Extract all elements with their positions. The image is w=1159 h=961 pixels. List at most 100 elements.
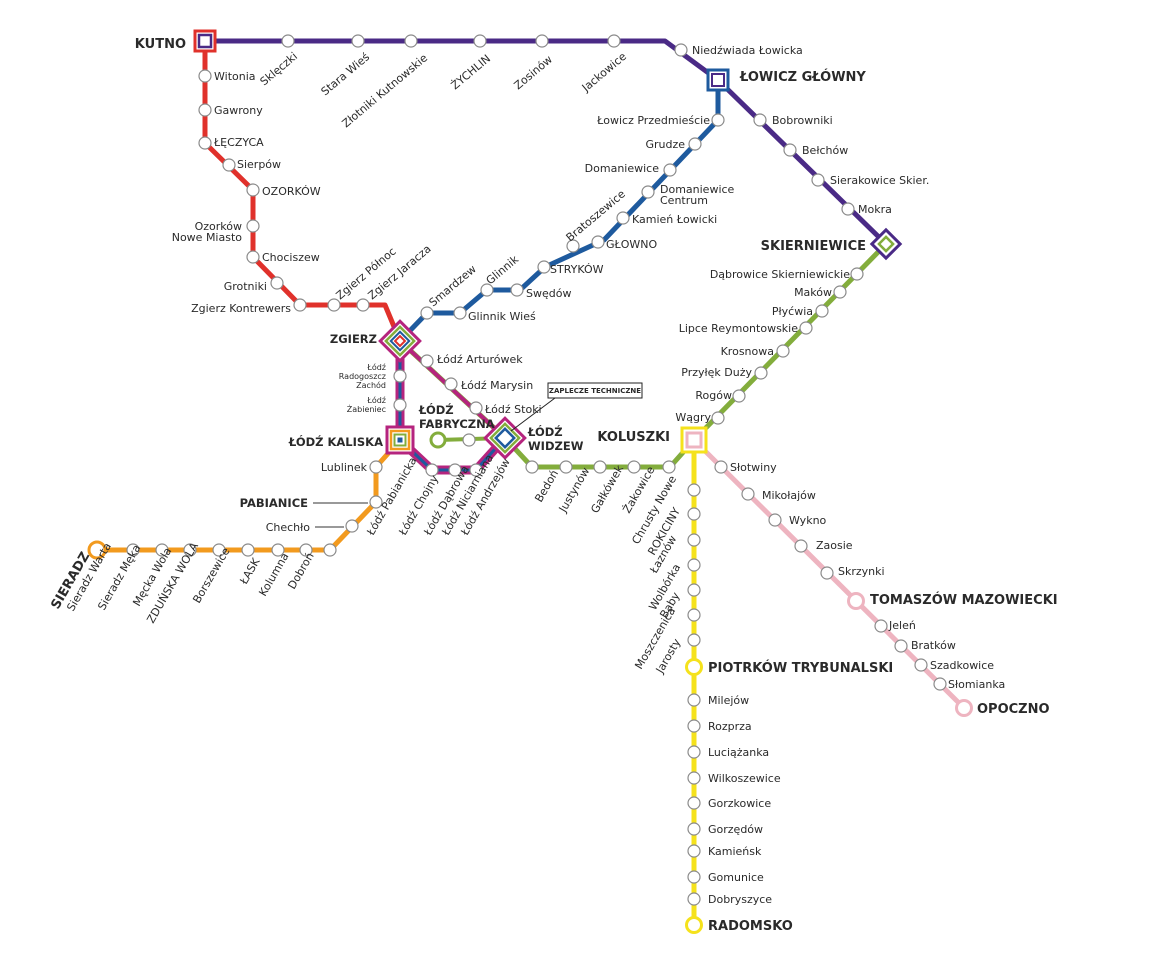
station-dot[interactable]	[641, 185, 655, 199]
station-dot[interactable]	[469, 463, 483, 477]
hub-marker-kutno[interactable]	[193, 29, 217, 53]
station-dot[interactable]	[687, 558, 701, 572]
station-dot[interactable]	[404, 34, 418, 48]
station-dot[interactable]	[783, 143, 797, 157]
station-dot[interactable]	[537, 260, 551, 274]
station-dot[interactable]	[469, 401, 483, 415]
station-dot[interactable]	[616, 211, 630, 225]
hub-marker-tomaszow[interactable]	[847, 592, 865, 610]
station-dot[interactable]	[591, 235, 605, 249]
station-dot[interactable]	[933, 677, 947, 691]
hub-marker-lowicz[interactable]	[706, 68, 730, 92]
station-dot[interactable]	[593, 460, 607, 474]
station-dot[interactable]	[510, 283, 524, 297]
station-dot[interactable]	[212, 543, 226, 557]
station-dot[interactable]	[241, 543, 255, 557]
station-dot[interactable]	[246, 183, 260, 197]
station-dot[interactable]	[222, 158, 236, 172]
station-dot[interactable]	[566, 239, 580, 253]
station-dot[interactable]	[732, 389, 746, 403]
station-dot[interactable]	[444, 377, 458, 391]
station-dot[interactable]	[369, 460, 383, 474]
station-dot[interactable]	[323, 543, 337, 557]
station-dot[interactable]	[198, 69, 212, 83]
station-dot[interactable]	[820, 566, 834, 580]
station-dot[interactable]	[687, 533, 701, 547]
station-dot[interactable]	[356, 298, 370, 312]
hub-marker-zgierz[interactable]	[378, 319, 422, 363]
station-dot[interactable]	[448, 463, 462, 477]
station-dot[interactable]	[687, 608, 701, 622]
station-dot[interactable]	[480, 283, 494, 297]
station-dot[interactable]	[420, 354, 434, 368]
station-dot[interactable]	[525, 460, 539, 474]
station-dot[interactable]	[687, 633, 701, 647]
station-dot[interactable]	[674, 43, 688, 57]
station-dot[interactable]	[183, 543, 197, 557]
station-dot[interactable]	[687, 844, 701, 858]
station-dot[interactable]	[687, 483, 701, 497]
station-dot[interactable]	[687, 870, 701, 884]
station-dot[interactable]	[462, 433, 476, 447]
station-dot[interactable]	[662, 460, 676, 474]
station-dot[interactable]	[874, 619, 888, 633]
hub-marker-lodz-kaliska[interactable]	[385, 425, 415, 455]
station-dot[interactable]	[687, 745, 701, 759]
station-dot[interactable]	[688, 137, 702, 151]
station-dot[interactable]	[299, 543, 313, 557]
station-dot[interactable]	[687, 892, 701, 906]
station-dot[interactable]	[535, 34, 549, 48]
station-dot[interactable]	[841, 202, 855, 216]
station-dot[interactable]	[687, 507, 701, 521]
station-dot[interactable]	[768, 513, 782, 527]
station-dot[interactable]	[711, 411, 725, 425]
station-dot[interactable]	[627, 460, 641, 474]
station-dot[interactable]	[246, 219, 260, 233]
station-dot[interactable]	[351, 34, 365, 48]
station-dot[interactable]	[794, 539, 808, 553]
station-dot[interactable]	[833, 285, 847, 299]
station-dot[interactable]	[281, 34, 295, 48]
station-dot[interactable]	[271, 543, 285, 557]
station-dot[interactable]	[126, 543, 140, 557]
station-dot[interactable]	[293, 298, 307, 312]
station-dot[interactable]	[473, 34, 487, 48]
station-dot[interactable]	[393, 369, 407, 383]
station-dot[interactable]	[270, 276, 284, 290]
hub-marker-lodz-fabryczna[interactable]	[429, 431, 447, 449]
station-dot[interactable]	[687, 693, 701, 707]
station-dot[interactable]	[425, 463, 439, 477]
hub-marker-koluszki[interactable]	[680, 426, 708, 454]
hub-marker-radomsko[interactable]	[685, 916, 703, 934]
hub-marker-opoczno[interactable]	[955, 699, 973, 717]
station-dot[interactable]	[687, 583, 701, 597]
station-dot[interactable]	[327, 298, 341, 312]
station-dot[interactable]	[345, 519, 359, 533]
hub-marker-sieradz[interactable]	[87, 540, 107, 560]
station-dot[interactable]	[420, 306, 434, 320]
station-dot[interactable]	[753, 113, 767, 127]
station-dot[interactable]	[815, 304, 829, 318]
station-dot[interactable]	[198, 103, 212, 117]
station-dot[interactable]	[687, 796, 701, 810]
station-dot[interactable]	[453, 306, 467, 320]
station-dot[interactable]	[246, 250, 260, 264]
station-dot[interactable]	[559, 460, 573, 474]
station-dot[interactable]	[811, 173, 825, 187]
station-dot[interactable]	[369, 495, 383, 509]
hub-marker-skierniewice[interactable]	[869, 227, 903, 261]
station-dot[interactable]	[914, 658, 928, 672]
hub-marker-piotrkow[interactable]	[685, 658, 703, 676]
station-dot[interactable]	[799, 321, 813, 335]
station-dot[interactable]	[714, 460, 728, 474]
station-dot[interactable]	[687, 719, 701, 733]
station-dot[interactable]	[393, 398, 407, 412]
station-dot[interactable]	[198, 136, 212, 150]
station-dot[interactable]	[776, 344, 790, 358]
station-dot[interactable]	[663, 163, 677, 177]
station-dot[interactable]	[850, 267, 864, 281]
station-dot[interactable]	[711, 113, 725, 127]
station-dot[interactable]	[894, 639, 908, 653]
station-dot[interactable]	[687, 771, 701, 785]
station-dot[interactable]	[155, 543, 169, 557]
